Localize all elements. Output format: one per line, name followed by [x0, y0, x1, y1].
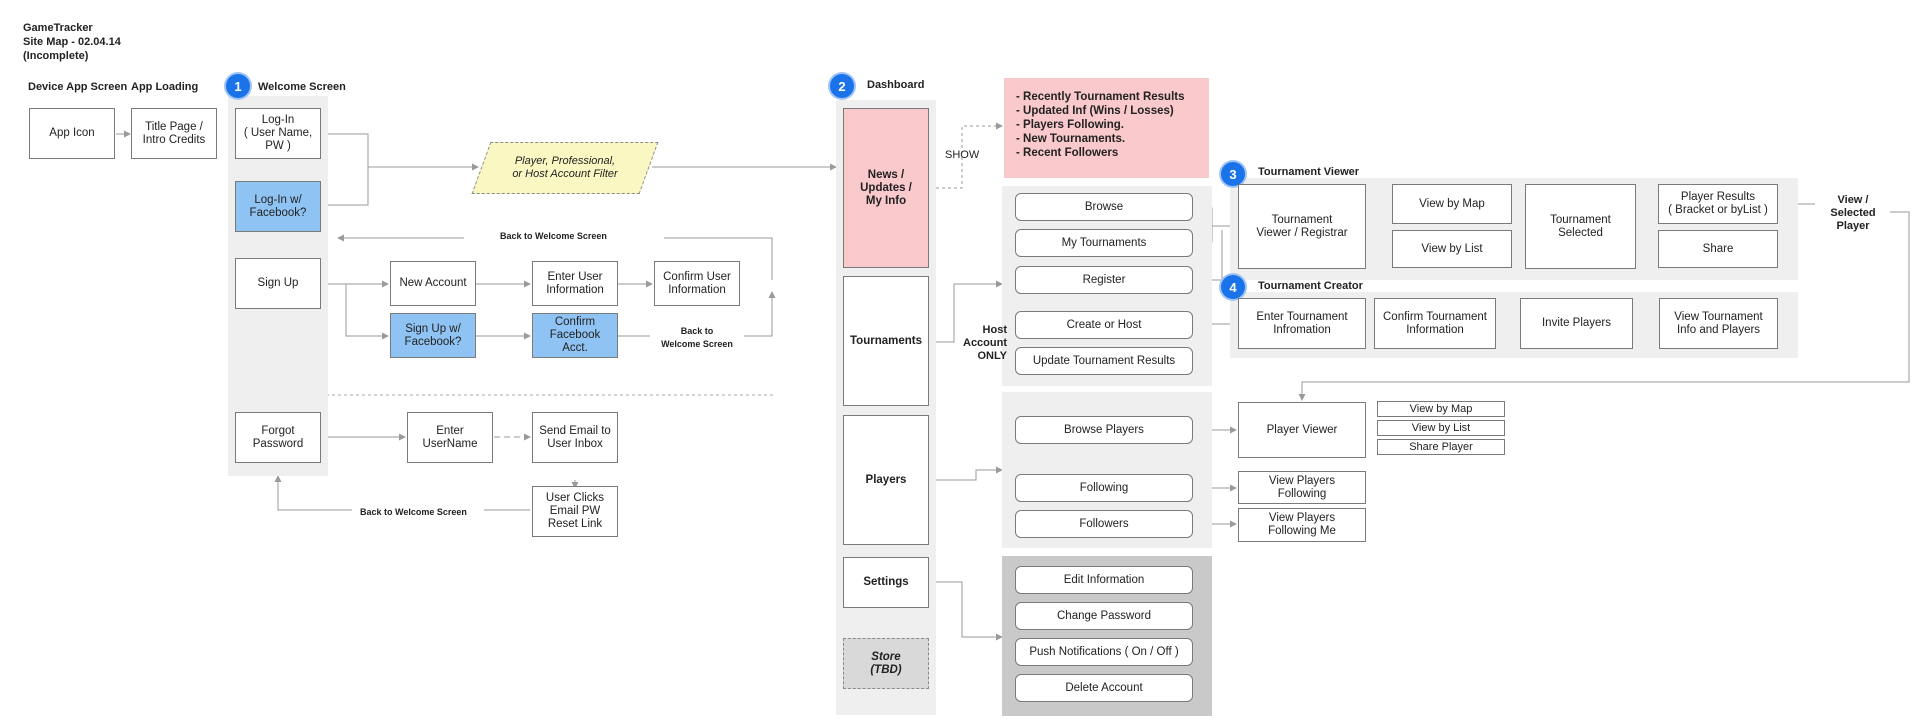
settings-node: Settings — [843, 557, 929, 608]
tv-view-by-list-node: View by List — [1392, 230, 1512, 268]
players-node: Players — [843, 415, 929, 545]
news-item: - Recently Tournament Results — [1016, 91, 1185, 103]
signup-facebook-node: Sign Up w/ Facebook? — [390, 313, 476, 358]
tv-view-by-map-node: View by Map — [1392, 184, 1512, 224]
enter-user-info-node: Enter User Information — [532, 261, 618, 306]
view-players-following-node: View Players Following — [1238, 471, 1366, 504]
register-node: Register — [1015, 266, 1193, 294]
enter-username-node: Enter UserName — [407, 412, 493, 463]
news-content-box: - Recently Tournament Results - Updated … — [1004, 78, 1209, 178]
my-tournaments-node: My Tournaments — [1015, 229, 1193, 257]
tournament-creator-heading: Tournament Creator — [1258, 280, 1363, 292]
update-results-node: Update Tournament Results — [1015, 347, 1193, 375]
view-players-following-me-node: View Players Following Me — [1238, 508, 1366, 542]
account-filter-node: Player, Professional, or Host Account Fi… — [512, 155, 618, 180]
app-name: GameTracker — [23, 22, 93, 34]
following-node: Following — [1015, 474, 1193, 502]
pv-share-player-node: Share Player — [1377, 439, 1505, 455]
edit-information-node: Edit Information — [1015, 566, 1193, 594]
followers-node: Followers — [1015, 510, 1193, 538]
sitemap-status: (Incomplete) — [23, 50, 89, 62]
push-notifications-node: Push Notifications ( On / Off ) — [1015, 638, 1193, 666]
back-to-welcome-label-2: Back to Welcome Screen — [661, 326, 733, 349]
login-facebook-node: Log-In w/ Facebook? — [235, 181, 321, 232]
delete-account-node: Delete Account — [1015, 674, 1193, 702]
send-email-node: Send Email to User Inbox — [532, 412, 618, 463]
user-clicks-reset-node: User Clicks Email PW Reset Link — [532, 486, 618, 537]
pv-view-by-map-node: View by Map — [1377, 401, 1505, 417]
login-node: Log-In ( User Name, PW ) — [235, 108, 321, 159]
title-page-node: Title Page / Intro Credits — [131, 108, 217, 159]
dashboard-number-badge: 2 — [830, 74, 854, 98]
news-item: - Recent Followers — [1016, 147, 1119, 159]
signup-node: Sign Up — [235, 258, 321, 309]
news-item: - Updated Inf (Wins / Losses) — [1016, 105, 1174, 117]
share-node: Share — [1658, 230, 1778, 268]
news-item: - Players Following. — [1016, 119, 1124, 131]
welcome-number-badge: 1 — [226, 74, 250, 98]
forgot-password-node: Forgot Password — [235, 412, 321, 463]
change-password-node: Change Password — [1015, 602, 1193, 630]
host-only-label: Host Account ONLY — [963, 324, 1007, 362]
browse-players-node: Browse Players — [1015, 416, 1193, 444]
pv-view-by-list-node: View by List — [1377, 420, 1505, 436]
store-node: Store (TBD) — [843, 638, 929, 689]
tournament-viewer-heading: Tournament Viewer — [1258, 166, 1360, 178]
confirm-tournament-info-node: Confirm Tournament Information — [1374, 298, 1496, 349]
player-results-node: Player Results ( Bracket or byList ) — [1658, 184, 1778, 224]
tournament-selected-node: Tournament Selected — [1525, 184, 1636, 269]
tournament-creator-number-badge: 4 — [1221, 275, 1245, 299]
view-tournament-info-node: View Tournament Info and Players — [1659, 298, 1778, 349]
enter-tournament-info-node: Enter Tournament Infromation — [1238, 298, 1366, 349]
new-account-node: New Account — [390, 261, 476, 306]
back-to-welcome-label-3: Back to Welcome Screen — [360, 507, 467, 517]
player-viewer-node: Player Viewer — [1238, 402, 1366, 458]
welcome-heading: Welcome Screen — [258, 81, 346, 93]
tournaments-node: Tournaments — [843, 276, 929, 406]
create-host-node: Create or Host — [1015, 311, 1193, 339]
device-heading: Device App Screen — [28, 81, 128, 93]
invite-players-node: Invite Players — [1520, 298, 1633, 349]
confirm-user-info-node: Confirm User Information — [654, 261, 740, 306]
view-selected-player-label: View / Selected Player — [1830, 194, 1876, 232]
confirm-facebook-node: Confirm Facebook Acct. — [532, 313, 618, 358]
tournament-viewer-number-badge: 3 — [1221, 162, 1245, 186]
news-item: - New Tournaments. — [1016, 133, 1126, 145]
loading-heading: App Loading — [131, 81, 199, 93]
back-to-welcome-label-1: Back to Welcome Screen — [500, 231, 607, 241]
browse-node: Browse — [1015, 193, 1193, 221]
app-icon-node: App Icon — [29, 108, 115, 159]
sitemap-date: Site Map - 02.04.14 — [23, 36, 121, 48]
tournament-viewer-registrar-node: Tournament Viewer / Registrar — [1238, 184, 1366, 269]
news-updates-node: News / Updates / My Info — [843, 108, 929, 268]
show-label: SHOW — [945, 149, 980, 161]
dashboard-heading: Dashboard — [867, 79, 925, 91]
